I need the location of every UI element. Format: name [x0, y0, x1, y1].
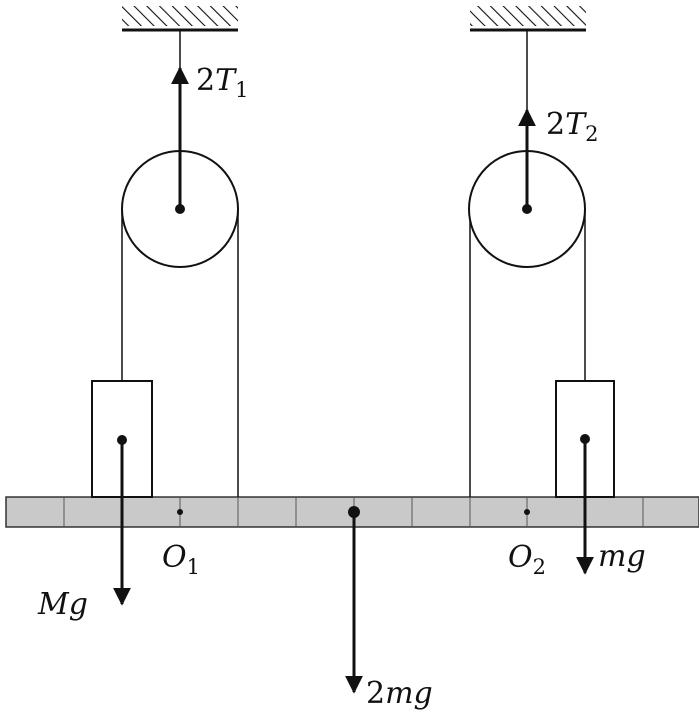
pivot-point-left — [177, 509, 183, 515]
ceiling-support-right — [470, 6, 586, 32]
pivot-label-right: O2 — [508, 540, 546, 579]
pivot-label-left: O1 — [162, 540, 200, 579]
block-center-right — [580, 434, 590, 444]
beam-center — [348, 506, 360, 518]
tension-label-left: 2T1 — [196, 63, 248, 102]
weight-label-center: 2mg — [366, 676, 433, 711]
tension-label-right: 2T2 — [546, 107, 598, 146]
pulley-axle-right — [522, 204, 532, 214]
weight-label-right: mg — [598, 539, 646, 574]
pulley-axle-left — [175, 204, 185, 214]
pivot-point-right — [524, 509, 530, 515]
ceiling-support-left — [122, 6, 238, 32]
weight-label-left: Mg — [37, 587, 88, 622]
block-center-left — [117, 435, 127, 445]
